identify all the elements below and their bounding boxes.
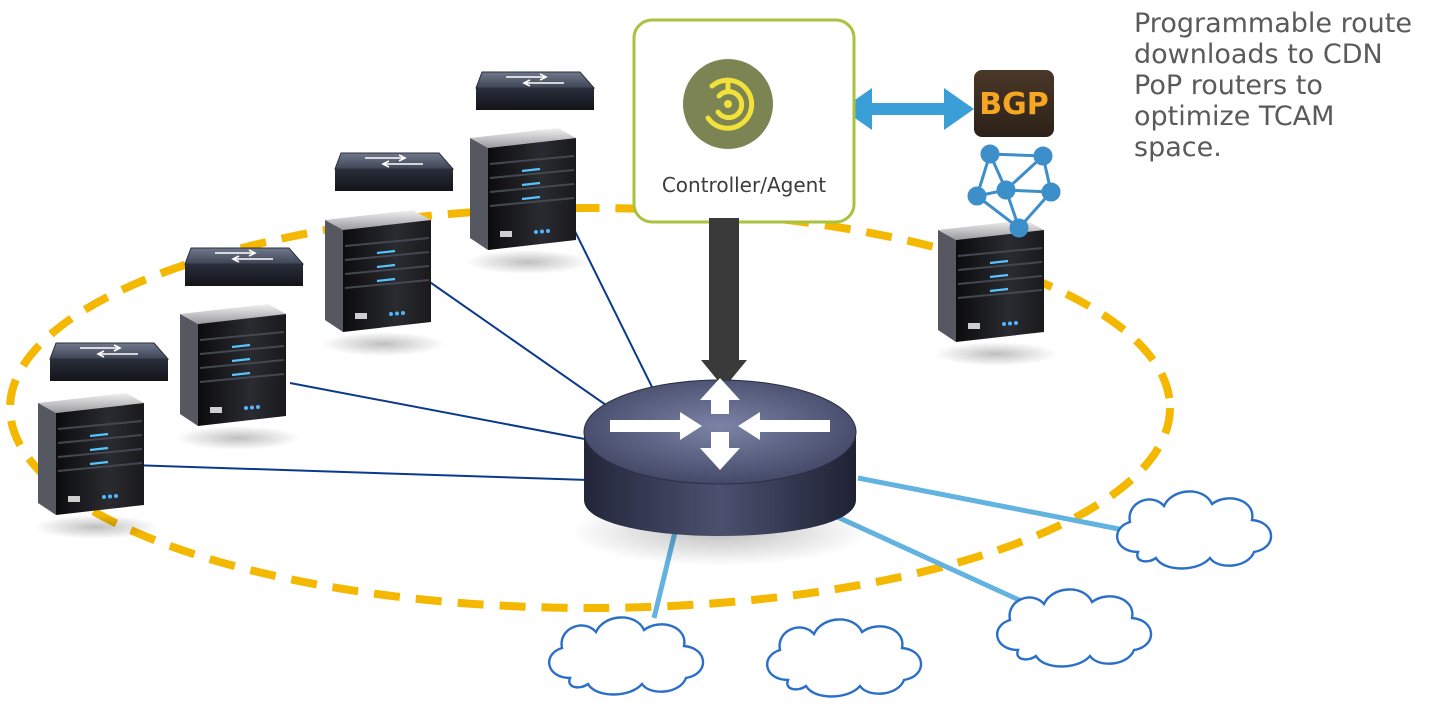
edge-node-1 (32, 342, 169, 541)
switch-icon (184, 247, 304, 287)
caption-line: Programmable route (1134, 8, 1412, 39)
switch-icon (334, 152, 454, 192)
cloud-icon (995, 588, 1153, 668)
caption-line: PoP routers to (1134, 70, 1323, 101)
cloud-icon (765, 618, 923, 698)
network-boundary-ring (6, 204, 1174, 612)
edge-node-2 (174, 247, 304, 452)
network-mesh-icon (967, 144, 1061, 238)
server-icon (174, 302, 302, 452)
server-icon (32, 391, 160, 541)
bgp-icon: BGP (974, 70, 1054, 137)
server-icon (319, 208, 447, 358)
cloud-icon (1115, 490, 1273, 570)
caption-text: Programmable route downloads to CDN PoP … (1134, 8, 1434, 163)
edge-node-4 (464, 71, 595, 276)
cloud-icon (547, 616, 705, 696)
server-icon (932, 218, 1060, 368)
switch-icon (49, 342, 169, 382)
edge-node-3 (319, 152, 454, 358)
caption-line: optimize TCAM (1134, 101, 1335, 132)
bgp-label: BGP (979, 87, 1048, 122)
switch-icon (475, 71, 595, 111)
caption-line: downloads to CDN (1134, 39, 1383, 70)
controller-label: Controller/Agent (661, 173, 827, 197)
caption-line: space. (1134, 132, 1222, 163)
router-icon (570, 378, 870, 566)
bgp-server (932, 218, 1060, 368)
controller-logo-icon (683, 59, 773, 149)
server-icon (464, 126, 592, 276)
push-arrow (701, 218, 747, 388)
server-links (129, 204, 656, 481)
bidirectional-arrow (842, 88, 974, 130)
